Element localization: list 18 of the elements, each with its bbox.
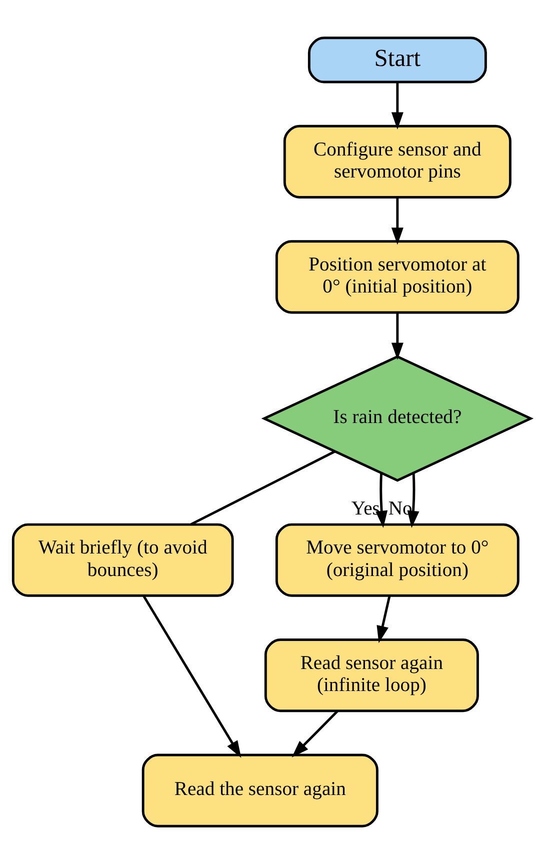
node-box: Configure sensor and servomotor pins — [283, 124, 512, 198]
arrow — [391, 82, 404, 130]
connector — [190, 450, 336, 526]
node-diamond: Is rain detected? — [261, 355, 534, 482]
node-box: Read sensor again (infinite loop) — [264, 638, 479, 712]
node-box: Start — [308, 36, 487, 84]
arrow — [391, 312, 404, 360]
node-box: Wait briefly (to avoid bounces) — [12, 523, 234, 597]
node-box: Read the sensor again — [142, 754, 378, 828]
arrow — [407, 473, 420, 528]
arrow — [376, 473, 388, 528]
node-box: Move servomotor to 0° (original position) — [275, 523, 520, 597]
arrow — [376, 596, 391, 644]
arrow — [142, 595, 242, 758]
edge-label: Yes — [351, 498, 380, 520]
node-box: Position servomotor at 0° (initial position) — [275, 240, 520, 314]
arrow — [292, 710, 338, 758]
arrow — [391, 197, 404, 245]
